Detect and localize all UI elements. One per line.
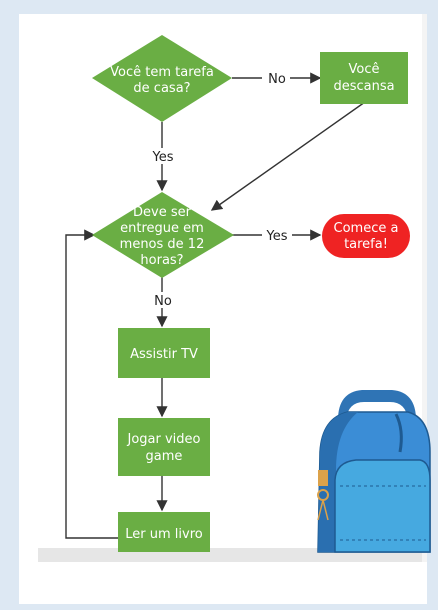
backpack-icon: [317, 390, 431, 553]
decision-due: Deve ser entregue em menos de 12 horas?: [92, 192, 234, 278]
process-game-line-1: Jogar video: [127, 432, 201, 447]
edge-label-no-top: No: [268, 72, 286, 87]
edge-label-yes-down: Yes: [152, 150, 174, 165]
page-edge: [422, 14, 427, 562]
process-book-label: Ler um livro: [125, 527, 203, 542]
decision-due-line-1: Deve ser: [133, 205, 192, 220]
process-rest: Você descansa: [320, 52, 408, 104]
terminal-start-task: Comece a tarefa!: [322, 214, 410, 258]
decision-due-line-4: horas?: [140, 253, 183, 268]
terminal-start-line-1: Comece a: [334, 221, 399, 236]
decision-due-line-3: menos de 12: [120, 237, 205, 252]
edge-book-loop: [65, 229, 118, 539]
process-rest-line-2: descansa: [333, 79, 394, 94]
decision-homework: Você tem tarefa de casa?: [92, 35, 232, 122]
process-rest-line-1: Você: [349, 62, 380, 77]
process-watch-tv: Assistir TV: [118, 328, 210, 378]
process-play-game: Jogar video game: [118, 418, 210, 476]
decision-homework-line-1: Você tem tarefa: [110, 65, 214, 80]
edge-label-yes-right: Yes: [266, 229, 288, 244]
terminal-start-line-2: tarefa!: [344, 237, 388, 252]
decision-homework-line-2: de casa?: [133, 81, 190, 96]
edge-label-no-down: No: [154, 294, 172, 309]
edge-rest-due: [210, 101, 366, 211]
decision-due-line-2: entregue em: [120, 221, 204, 236]
process-read-book: Ler um livro: [118, 512, 210, 552]
process-tv-label: Assistir TV: [130, 347, 198, 362]
process-game-line-2: game: [146, 449, 183, 464]
